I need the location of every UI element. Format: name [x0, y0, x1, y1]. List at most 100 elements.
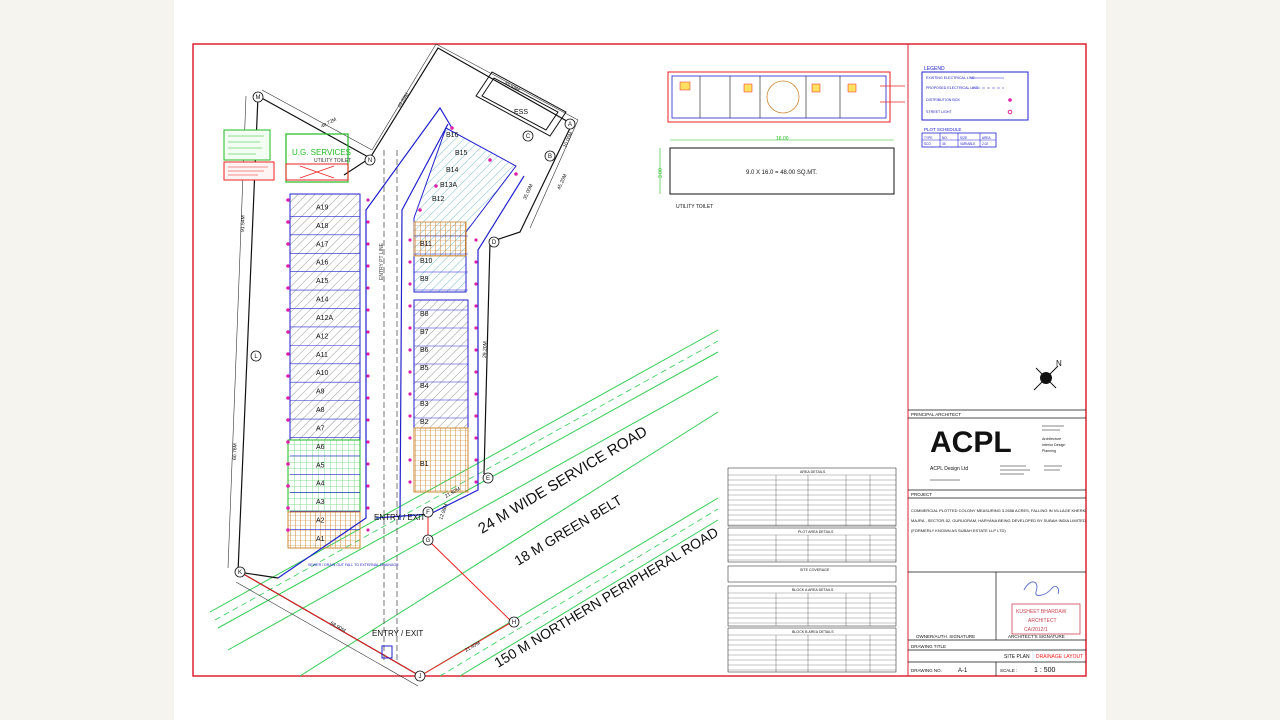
- area-table-5-title: SITE COVERAGE: [800, 568, 830, 572]
- service-road-label: 24 M WIDE SERVICE ROAD: [475, 423, 650, 538]
- dimension-label: 12.98M: [438, 503, 449, 521]
- architect-stamp: [1011, 581, 1081, 635]
- ess-building: [475, 71, 567, 137]
- plot-label-b16: B16: [446, 132, 459, 139]
- survey-point-n: N: [368, 158, 372, 164]
- plot-label-b9: B9: [420, 276, 429, 283]
- ess-label: ESS: [514, 109, 528, 116]
- plot-label-a4: A4: [316, 481, 325, 488]
- plot-label-a12a: A12A: [316, 315, 333, 322]
- plot-label-a12: A12: [316, 333, 329, 340]
- entry-exit-label: ENTRY / EXIT: [374, 513, 425, 522]
- plot-label-a17: A17: [316, 241, 329, 248]
- dimension-label: 91.54M: [240, 215, 247, 232]
- ug-services-box: [285, 133, 349, 183]
- ug-services-label: U.G. SERVICES: [292, 148, 351, 157]
- plot-label-a6: A6: [316, 444, 325, 451]
- sheet-border: [192, 43, 1087, 677]
- plot-schedule-cell: 2.02: [982, 142, 988, 146]
- survey-point-a: A: [568, 122, 572, 128]
- legend: LEGEND EXISTING ELECTRICAL LINE PROPOSED…: [921, 66, 1029, 121]
- plot-label-b1: B1: [420, 461, 429, 468]
- plot-label-a3: A3: [316, 499, 325, 506]
- survey-point-b: B: [548, 154, 552, 160]
- plot-label-a1: A1: [316, 536, 325, 543]
- survey-point-l: L: [254, 354, 258, 360]
- dimension-labels: 40.72M49.89M45.59M45.20M10.00M35.00M91.5…: [232, 80, 575, 653]
- toilet-height-dim: 3.00: [658, 168, 664, 178]
- survey-point-d: D: [492, 240, 497, 246]
- plot-schedule-header: SIZE: [960, 136, 967, 140]
- plot-label-b10: B10: [420, 258, 433, 265]
- dimension-label: 40.72M: [320, 117, 338, 130]
- plot-schedule-cell: 35: [942, 142, 946, 146]
- plot-label-b6: B6: [420, 347, 429, 354]
- area-table-4-title: BLOCK B AREA DETAILS: [792, 630, 834, 634]
- survey-point-g: G: [426, 538, 431, 544]
- acpl-company-name: ACPL Design Ltd: [930, 466, 968, 472]
- stamp-line-2: ARCHITECT: [1028, 618, 1057, 624]
- plot-label-b4: B4: [420, 383, 429, 390]
- legend-item-2: PROPOSED ELECTRICAL LINE: [926, 86, 979, 90]
- legend-title: LEGEND: [924, 66, 945, 72]
- plot-label-a7: A7: [316, 425, 325, 432]
- acpl-tagline-3: Planning: [1042, 449, 1056, 453]
- plot-label-b13a: B13A: [440, 182, 457, 189]
- block-b-bottom-ochre: [413, 427, 469, 493]
- plot-label-a15: A15: [316, 278, 329, 285]
- drawing-title-label: DRAWING TITLE: [911, 644, 946, 649]
- plot-label-a8: A8: [316, 407, 325, 414]
- svg-text:N: N: [1056, 359, 1062, 368]
- utility-toilet-red-box: [285, 163, 349, 181]
- toilet-plan: [667, 71, 905, 123]
- drain-nodes: [286, 126, 518, 532]
- green-road-dashes: [214, 340, 719, 677]
- toilet-area-label: 9.0 X 16.0 = 48.00 SQ.MT.: [746, 170, 817, 176]
- acpl-tagline-2: Interior Design: [1042, 443, 1065, 447]
- dimension-label: 45.20M: [556, 173, 568, 191]
- toilet-name-label: UTILITY TOILET: [676, 204, 713, 210]
- scale-label: SCALE :: [1000, 668, 1017, 673]
- legend-item-1: EXISTING ELECTRICAL LINE: [926, 76, 975, 80]
- green-note-box: [223, 129, 271, 161]
- project-line-3: (FORMERLY KNOWN AS SUBAH ESTATE LLP LTD): [911, 528, 1006, 533]
- entry-exit-label-2: ENTRY / EXIT: [372, 629, 423, 638]
- dimension-label: 49.89M: [397, 92, 411, 109]
- survey-point-c: C: [526, 134, 531, 140]
- block-b-mid-ochre: [413, 221, 467, 257]
- project-line-1: COMMERCIAL PLOTTED COLONY MEASURING 3.26…: [911, 508, 1086, 513]
- plot-label-b5: B5: [420, 365, 429, 372]
- plot-schedule-header: AREA: [982, 136, 992, 140]
- acpl-logo: ACPL: [930, 426, 1012, 459]
- survey-point-j: J: [419, 674, 422, 680]
- drain-note: SEWER / DRAIN OUT FALL TO EXTERNAL DRAIN…: [308, 563, 399, 567]
- plot-label-b11: B11: [420, 241, 432, 248]
- block-a: A19A18A17A16A15A14A12AA12A11A10A9A8A7A6A…: [287, 193, 361, 549]
- stamp-line-3: CA/2012/1: [1024, 627, 1048, 633]
- outfall-marker: [381, 645, 393, 659]
- drawing-no-label: DRAWING NO.: [911, 668, 942, 673]
- owner-signature-label: OWNER/AUTH. SIGNATURE: [916, 634, 975, 639]
- survey-point-f: F: [426, 510, 430, 516]
- survey-point-k: K: [238, 570, 242, 576]
- project-label: PROJECT: [911, 492, 932, 497]
- plot-label-b2: B2: [420, 419, 429, 426]
- principal-architect-label: PRINCIPAL ARCHITECT: [911, 412, 961, 417]
- dimension-label: 60.76M: [232, 443, 239, 460]
- plot-label-b3: B3: [420, 401, 429, 408]
- area-tables: [727, 467, 897, 673]
- plot-label-a10: A10: [316, 370, 329, 377]
- drawing-no: A-1: [958, 668, 968, 674]
- survey-point-m: M: [256, 95, 261, 101]
- dimension-label: 21.40M: [464, 640, 481, 654]
- drawing-title: SITE PLAN: [1004, 654, 1030, 660]
- dimension-label: 29.20M: [482, 341, 489, 358]
- drawing-title-red: DRAINAGE LAYOUT: [1036, 654, 1083, 660]
- survey-point-h: H: [512, 620, 516, 626]
- north-arrow-icon: N: [1033, 359, 1062, 391]
- entry-pt-line-label: ENTRY PT LINE: [379, 242, 385, 280]
- dimension-label: 35.00M: [522, 183, 534, 201]
